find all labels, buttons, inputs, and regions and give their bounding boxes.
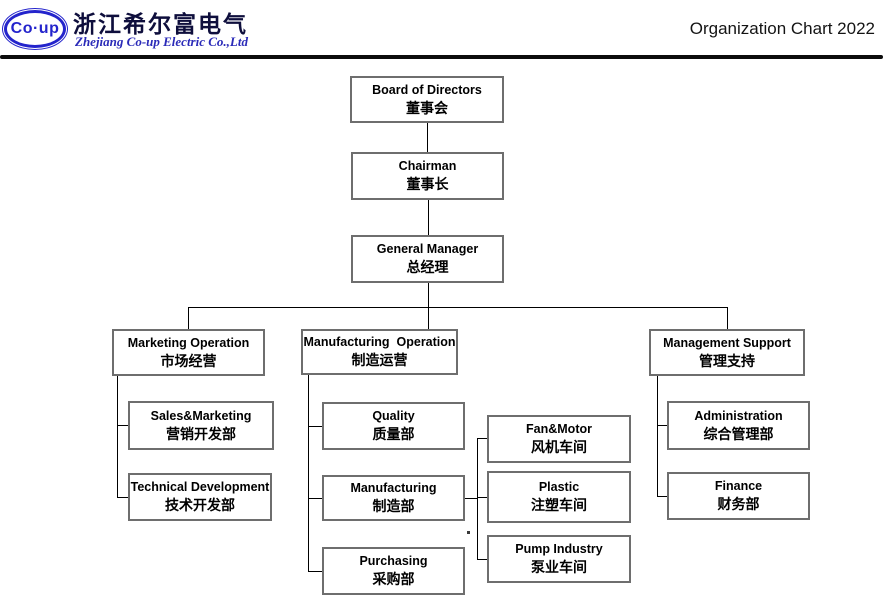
org-node-board-of-directors: Board of Directors 董事会 [350, 76, 504, 123]
org-node-manufacturing-operation: Manufacturing Operation 制造运营 [301, 329, 458, 375]
connector-line [117, 497, 128, 498]
node-label-en: Plastic [538, 480, 580, 494]
node-label-en: Manufacturing Operation [303, 335, 456, 349]
org-node-pump-industry: Pump Industry 泵业车间 [487, 535, 631, 583]
node-label-cn: 营销开发部 [166, 425, 236, 442]
node-label-cn: 制造部 [372, 498, 415, 514]
node-label-cn: 财务部 [717, 496, 760, 512]
connector-line [657, 376, 658, 496]
connector-line [308, 571, 322, 572]
header-divider [0, 55, 883, 59]
connector-line [188, 307, 189, 329]
node-label-cn: 质量部 [372, 426, 415, 442]
node-label-en: Board of Directors [372, 82, 482, 97]
org-node-finance: Finance 财务部 [667, 472, 810, 520]
node-label-cn: 风机车间 [531, 439, 587, 455]
org-node-marketing-operation: Marketing Operation 市场经营 [112, 329, 265, 376]
company-name-cn: 浙江希尔富电气 [73, 11, 248, 37]
node-label-en: Sales&Marketing [150, 408, 252, 423]
node-label-en: Administration [694, 408, 783, 423]
connector-line [477, 497, 487, 498]
node-label-en: Manufacturing [350, 481, 437, 495]
company-name-en: Zhejiang Co-up Electric Co.,Ltd [75, 34, 248, 49]
connector-line [427, 123, 428, 152]
connector-line [477, 438, 487, 439]
org-node-general-manager: General Manager 总经理 [351, 235, 504, 283]
node-label-cn: 采购部 [372, 571, 415, 587]
org-node-plastic: Plastic 注塑车间 [487, 471, 631, 523]
connector-line [308, 498, 322, 499]
node-label-en: Finance [714, 479, 763, 493]
org-node-chairman: Chairman 董事长 [351, 152, 504, 200]
connector-line [477, 438, 478, 560]
node-label-cn: 总经理 [406, 259, 449, 275]
node-label-en: Purchasing [359, 554, 428, 568]
company-logo: Co·up [4, 10, 66, 48]
connector-line [117, 425, 128, 426]
connector-line [657, 425, 667, 426]
node-label-cn: 董事长 [406, 176, 449, 192]
page-title: Organization Chart 2022 [689, 19, 875, 38]
connector-line [477, 559, 487, 560]
org-node-purchasing: Purchasing 采购部 [322, 547, 465, 595]
node-label-cn: 综合管理部 [703, 425, 774, 442]
node-label-en: Quality [372, 409, 415, 423]
org-node-manufacturing: Manufacturing 制造部 [322, 475, 465, 521]
org-node-administration: Administration 综合管理部 [667, 401, 810, 450]
org-node-quality: Quality 质量部 [322, 402, 465, 450]
logo-text: Co·up [10, 20, 60, 37]
node-label-cn: 技术开发部 [165, 497, 235, 513]
node-label-en: Marketing Operation [127, 335, 250, 350]
node-label-cn: 董事会 [406, 99, 448, 116]
node-label-cn: 注塑车间 [531, 497, 587, 513]
node-label-en: Technical Development [130, 480, 270, 494]
node-label-cn: 市场经营 [160, 352, 217, 369]
node-label-en: Management Support [663, 335, 791, 350]
node-label-en: General Manager [376, 242, 479, 256]
org-node-fan-motor: Fan&Motor 风机车间 [487, 415, 631, 463]
connector-line [188, 307, 728, 308]
node-label-cn: 管理支持 [699, 352, 755, 369]
connector-line [657, 496, 667, 497]
connector-line [428, 200, 429, 235]
node-label-cn: 泵业车间 [531, 559, 587, 575]
node-label-cn: 制造运营 [351, 352, 408, 368]
stray-dot [467, 531, 470, 534]
connector-line [117, 376, 118, 498]
connector-line [308, 426, 322, 427]
connector-line [465, 498, 477, 499]
org-node-sales-marketing: Sales&Marketing 营销开发部 [128, 401, 274, 450]
connector-line [727, 307, 728, 329]
org-node-technical-development: Technical Development 技术开发部 [128, 473, 272, 521]
connector-line [308, 375, 309, 571]
connector-line [428, 283, 429, 329]
org-node-management-support: Management Support 管理支持 [649, 329, 805, 376]
node-label-en: Pump Industry [515, 542, 603, 556]
node-label-en: Fan&Motor [526, 422, 592, 436]
node-label-en: Chairman [398, 159, 457, 173]
